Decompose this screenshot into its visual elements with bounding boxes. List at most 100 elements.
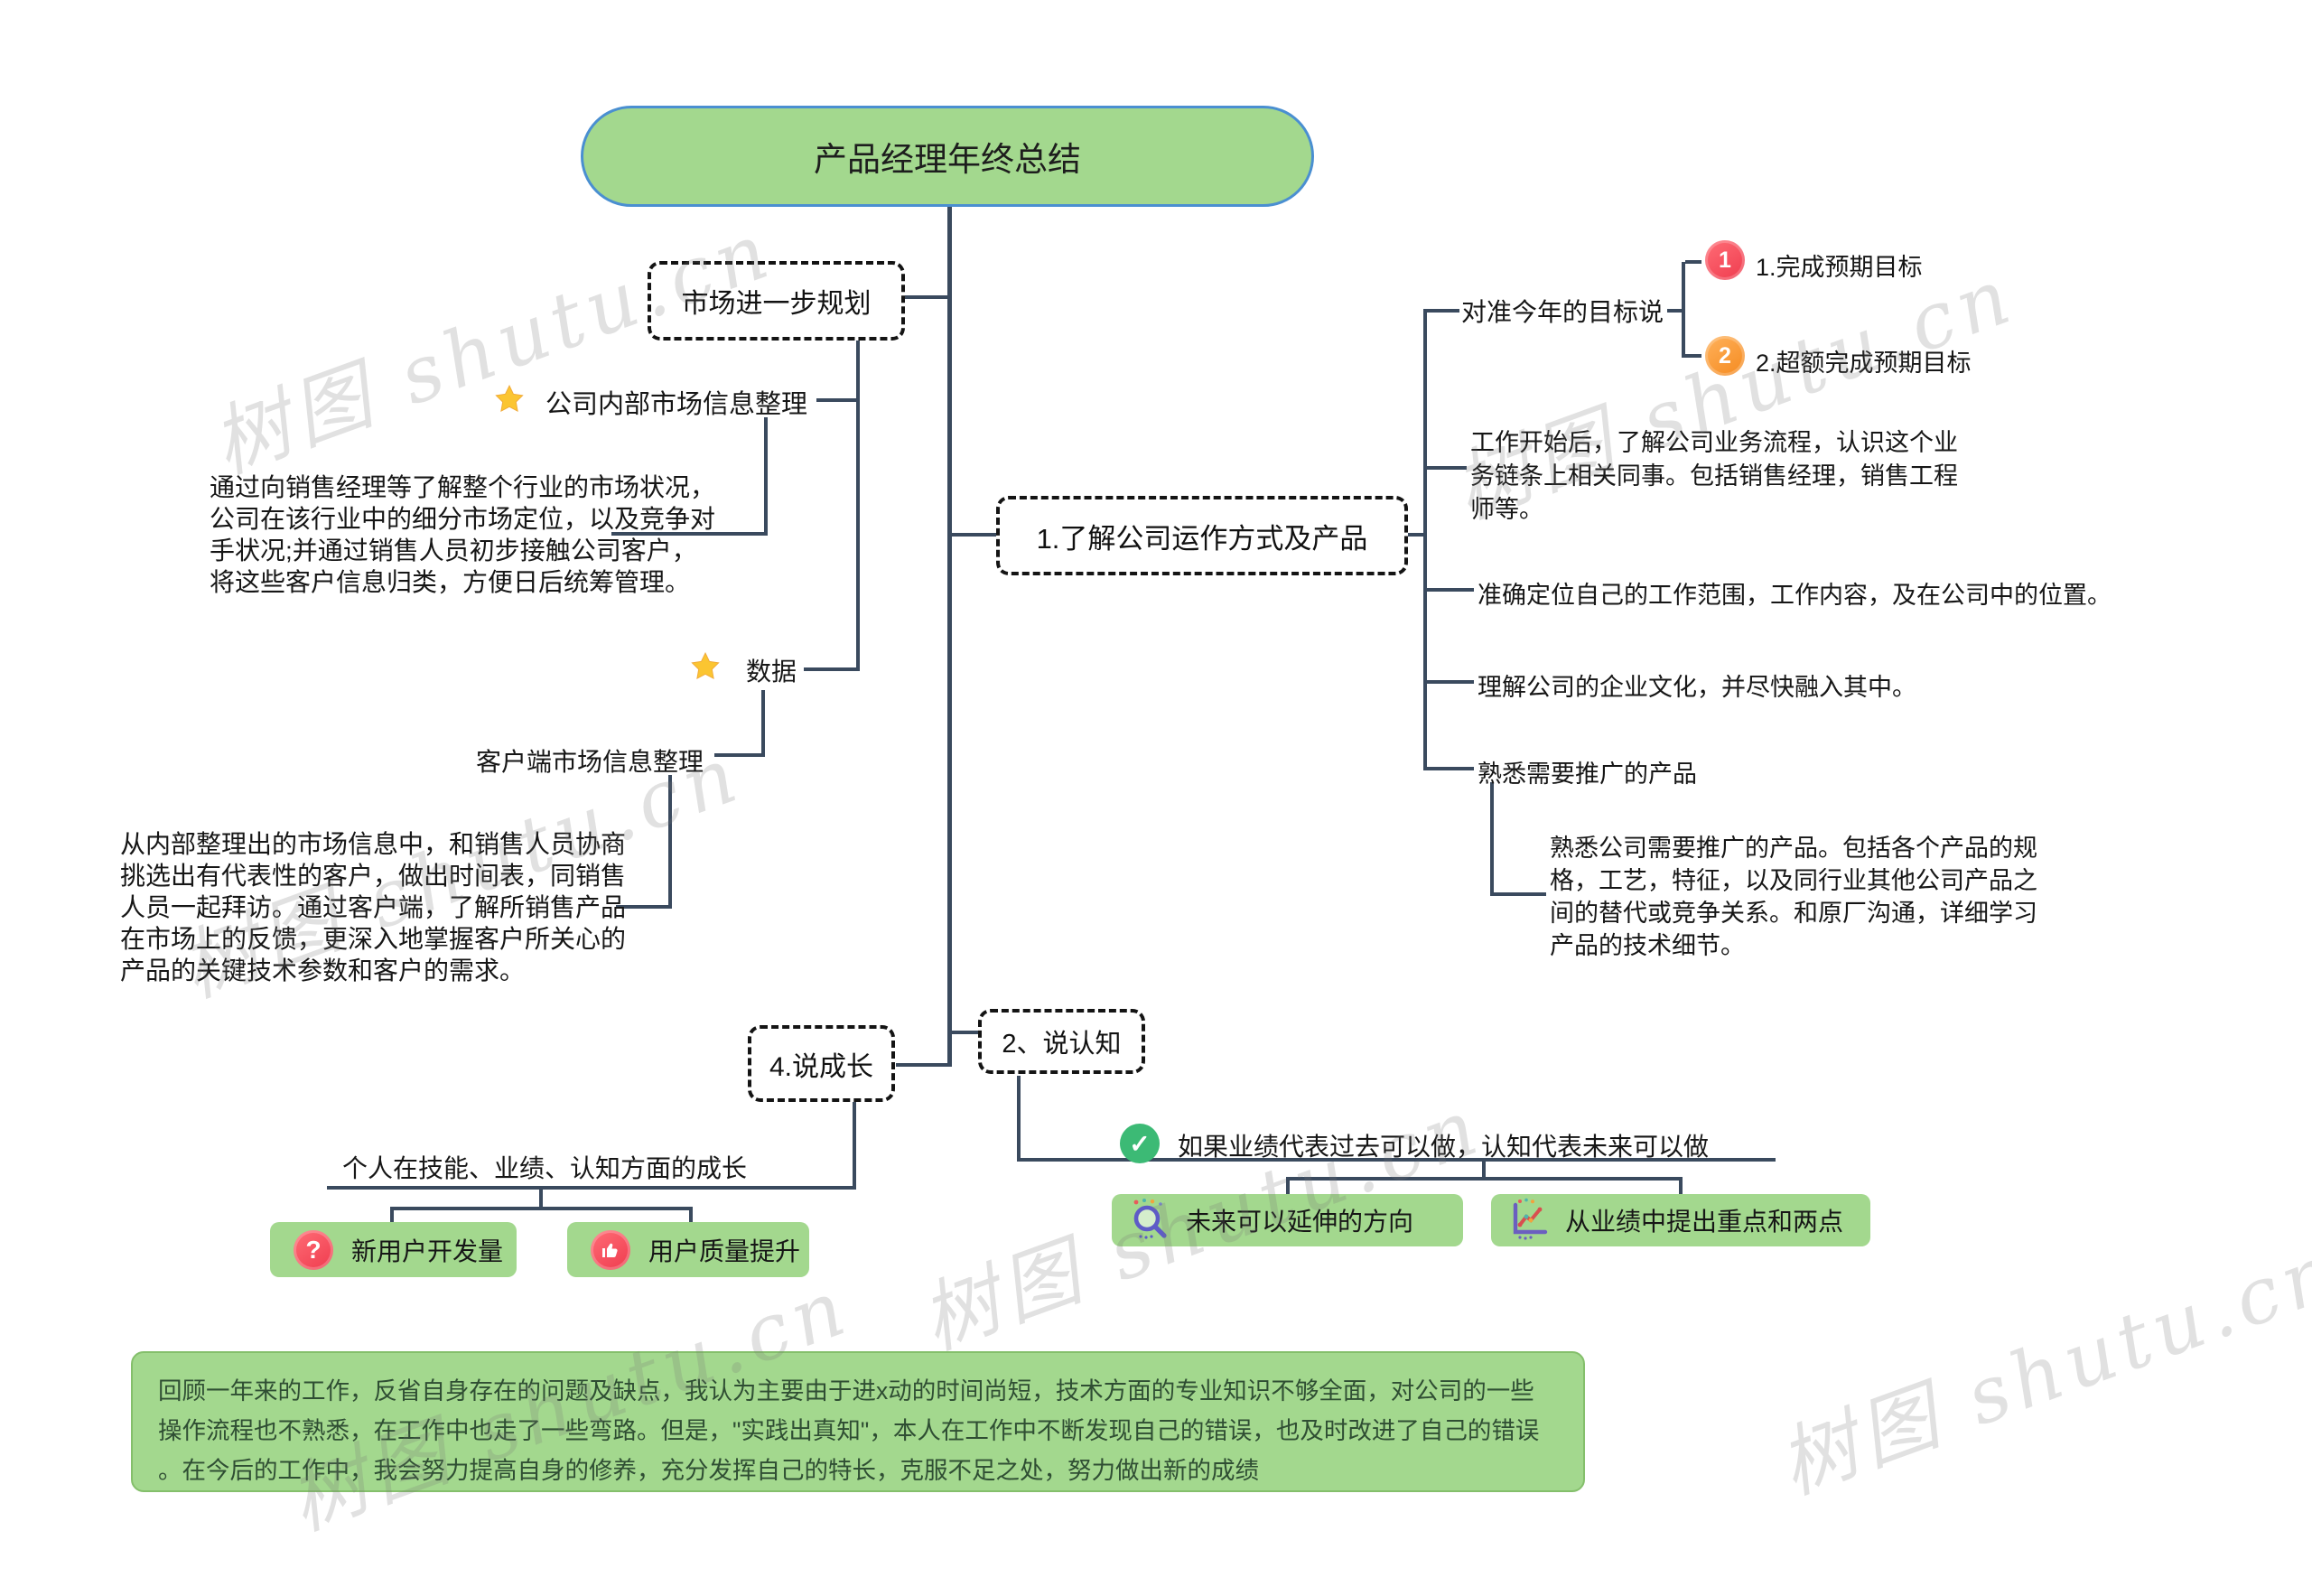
note-line: 从内部整理出的市场信息中，和销售人员协商: [120, 830, 627, 858]
connector-line: [816, 398, 856, 402]
connector-line: [1679, 1177, 1683, 1196]
watermark: 树图 shutu.cn: [1767, 1225, 2312, 1512]
connector-line: [896, 1063, 951, 1067]
internal-market-item[interactable]: 公司内部市场信息整理: [545, 390, 808, 419]
cognition-title: 2、说认知: [1002, 1030, 1122, 1059]
trunk-line: [947, 207, 952, 1067]
note-line: 格，工艺，特征，以及同行业其他公司产品之: [1550, 867, 2037, 894]
process-note[interactable]: 工作开始后，了解公司业务流程，认识这个业 务链条上相关同事。包括销售经理，销售工…: [1470, 426, 1958, 527]
connector-line: [764, 417, 768, 536]
user-quality-leaf[interactable]: 用户质量提升: [567, 1222, 809, 1277]
connector-line: [1017, 1076, 1021, 1160]
company-title: 1.了解公司运作方式及产品: [1036, 522, 1368, 555]
note-line: 在市场上的反馈，更深入地掌握客户所关心的: [120, 925, 627, 953]
culture-item[interactable]: 理解公司的企业文化，并尽快融入其中。: [1478, 674, 1916, 701]
product-item[interactable]: 熟悉需要推广的产品: [1478, 761, 1697, 788]
summary-banner[interactable]: 回顾一年来的工作，反省自身存在的问题及缺点，我认为主要由于进x动的时间尚短，技术…: [131, 1351, 1585, 1492]
connector-line: [1427, 767, 1474, 770]
connector-line: [856, 341, 860, 671]
connector-line: [804, 667, 856, 671]
market-node[interactable]: 市场进一步规划: [648, 261, 905, 341]
underline-connector: [1017, 1158, 1776, 1162]
note-line: 手状况;并通过销售人员初步接触公司客户，: [210, 537, 697, 565]
highlight-from-results-leaf[interactable]: 从业绩中提出重点和两点: [1491, 1194, 1870, 1246]
connector-line: [539, 1190, 543, 1210]
summary-line: 操作流程也不熟悉，在工作中也走了一些弯路。但是，"实践出真知"，本人在工作中不断…: [158, 1417, 1540, 1444]
growth-title: 4.说成长: [769, 1051, 874, 1082]
note-line: 挑选出有代表性的客户，做出时间表，同销售: [120, 862, 627, 890]
note-line: 务链条上相关同事。包括销售经理，销售工程: [1470, 462, 1958, 490]
connector-line: [1408, 533, 1423, 537]
note-line: 产品的技术细节。: [1550, 932, 1745, 959]
number-label: 1: [1719, 247, 1731, 273]
number-label: 2: [1719, 342, 1731, 369]
note-line: 工作开始后，了解公司业务流程，认识这个业: [1470, 429, 1958, 456]
note-line: 产品的关键技术参数和客户的需求。: [120, 957, 526, 985]
bracket-line: [1286, 1177, 1683, 1181]
leaf-label: 新用户开发量: [351, 1237, 504, 1265]
note-line: 人员一起拜访。通过客户端，了解所销售产品: [120, 893, 627, 921]
connector-line: [853, 1102, 856, 1190]
internal-market-note[interactable]: 通过向销售经理等了解整个行业的市场状况， 公司在该行业中的细分市场定位，以及竞争…: [210, 471, 715, 598]
connector-line: [1667, 309, 1682, 313]
growth-item[interactable]: 个人在技能、业绩、认知方面的成长: [342, 1154, 748, 1182]
magnifier-icon: [1128, 1197, 1171, 1245]
note-line: 间的替代或竞争关系。和原厂沟通，详细学习: [1550, 900, 2037, 927]
summary-line: 回顾一年来的工作，反省自身存在的问题及缺点，我认为主要由于进x动的时间尚短，技术…: [158, 1377, 1534, 1405]
connector-line: [1427, 588, 1474, 592]
connector-line: [668, 775, 672, 909]
connector-line: [1427, 680, 1474, 684]
goal1-item[interactable]: 1.完成预期目标: [1756, 254, 1923, 281]
note-line: 熟悉公司需要推广的产品。包括各个产品的规: [1550, 835, 2037, 862]
cognition-node[interactable]: 2、说认知: [978, 1009, 1145, 1074]
connector-line: [1685, 354, 1701, 358]
bracket-line: [1682, 262, 1685, 358]
watermark: 树图 shutu.cn: [200, 204, 786, 491]
connector-line: [952, 533, 996, 537]
note-line: 公司在该行业中的细分市场定位，以及竞争对: [210, 505, 716, 533]
future-direction-leaf[interactable]: 未来可以延伸的方向: [1112, 1194, 1463, 1246]
connector-line: [714, 753, 763, 757]
thumbs-up-icon: [591, 1229, 630, 1270]
connector-line: [952, 1031, 978, 1034]
connector-line: [1490, 782, 1494, 896]
client-market-item[interactable]: 客户端市场信息整理: [476, 748, 704, 776]
position-item[interactable]: 准确定位自己的工作范围，工作内容，及在公司中的位置。: [1478, 582, 2112, 609]
bracket-line: [390, 1207, 693, 1210]
star-icon: [493, 383, 526, 415]
note-line: 将这些客户信息归类，方便日后统筹管理。: [210, 568, 691, 596]
connector-line: [1286, 1177, 1290, 1196]
data-item[interactable]: 数据: [746, 658, 797, 686]
star-icon: [689, 650, 722, 683]
root-node[interactable]: 产品经理年终总结: [581, 106, 1314, 207]
check-icon: ✓: [1120, 1124, 1160, 1163]
question-icon: ?: [294, 1229, 333, 1270]
cognition-check-item[interactable]: 如果业绩代表过去可以做，认知代表未来可以做: [1178, 1133, 1710, 1161]
line-chart-icon: [1507, 1197, 1551, 1245]
connector-line: [1685, 260, 1701, 264]
number-1-icon: 1: [1705, 240, 1745, 280]
growth-node[interactable]: 4.说成长: [748, 1025, 895, 1102]
summary-line: 。在今后的工作中，我会努力提高自身的修养，充分发挥自己的特长，克服不足之处，努力…: [158, 1457, 1259, 1484]
connector-line: [1427, 466, 1467, 470]
number-2-icon: 2: [1705, 336, 1745, 376]
product-note[interactable]: 熟悉公司需要推广的产品。包括各个产品的规 格，工艺，特征，以及同行业其他公司产品…: [1550, 832, 2037, 962]
connector-line: [1482, 1162, 1486, 1179]
goal-item[interactable]: 对准今年的目标说: [1461, 298, 1664, 326]
company-node[interactable]: 1.了解公司运作方式及产品: [996, 496, 1408, 575]
leaf-label: 未来可以延伸的方向: [1186, 1208, 1414, 1236]
bracket-line: [1423, 309, 1427, 770]
client-market-note[interactable]: 从内部整理出的市场信息中，和销售人员协商 挑选出有代表性的客户，做出时间表，同销…: [120, 828, 626, 986]
connector-line: [761, 690, 765, 757]
connector-line: [390, 1207, 394, 1224]
new-user-leaf[interactable]: ? 新用户开发量: [270, 1222, 517, 1277]
connector-line: [616, 905, 670, 909]
goal2-item[interactable]: 2.超额完成预期目标: [1756, 350, 1972, 377]
underline-connector: [327, 1186, 856, 1190]
market-title: 市场进一步规划: [681, 289, 872, 319]
root-title: 产品经理年终总结: [814, 141, 1081, 178]
connector-line: [905, 295, 947, 299]
leaf-label: 从业绩中提出重点和两点: [1565, 1208, 1844, 1236]
connector-line: [1494, 892, 1546, 896]
